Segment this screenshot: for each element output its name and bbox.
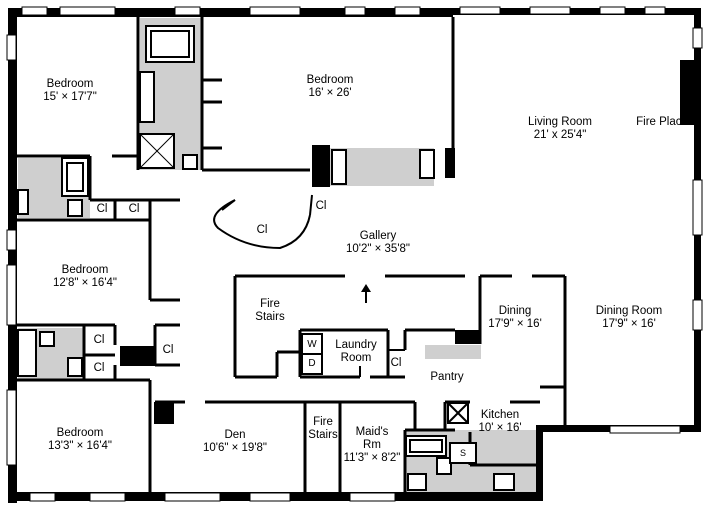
room-name: Den bbox=[224, 429, 246, 441]
room-name: Dining bbox=[498, 305, 532, 317]
closet-label: Cl bbox=[96, 203, 108, 215]
room-laundry: Laundry Room bbox=[335, 339, 377, 364]
room-dimensions: 10' × 16' bbox=[478, 422, 522, 434]
washer-label: W bbox=[307, 339, 317, 350]
room-bedroom-1: Bedroom 15' × 17'7" bbox=[30, 78, 110, 104]
room-dimensions: 21' x 25'4" bbox=[533, 129, 587, 141]
room-name: Bedroom bbox=[61, 264, 109, 276]
room-den: Den 10'6" × 19'8" bbox=[195, 429, 275, 455]
dryer-label: D bbox=[308, 358, 316, 369]
room-bedroom-2: Bedroom 16' × 26' bbox=[290, 74, 370, 100]
closet-label: Cl bbox=[93, 362, 105, 374]
room-gallery: Gallery 10'2" × 35'8" bbox=[328, 230, 428, 256]
stove-label: S bbox=[459, 448, 466, 458]
room-living-room: Living Room 21' x 25'4" bbox=[510, 116, 610, 142]
fire-place-label: Fire Place bbox=[636, 116, 688, 128]
closet-label: Cl bbox=[256, 224, 268, 236]
room-name: Kitchen bbox=[480, 409, 520, 421]
room-name: Bedroom bbox=[56, 427, 104, 439]
interior-walls bbox=[17, 17, 567, 492]
room-dining: Dining 17'9" × 16' bbox=[480, 305, 550, 331]
closet-label: Cl bbox=[128, 203, 140, 215]
room-name: Dining Room bbox=[595, 305, 663, 317]
room-dimensions: 13'3" × 16'4" bbox=[47, 440, 113, 452]
windows bbox=[6, 6, 703, 502]
room-fire-stairs-1: Fire Stairs bbox=[255, 298, 285, 323]
closet-label: Cl bbox=[390, 357, 402, 369]
room-dining-room: Dining Room 17'9" × 16' bbox=[584, 305, 674, 331]
room-maids-room: Maid's Rm 11'3" × 8'2" bbox=[343, 426, 401, 464]
room-dimensions: 10'2" × 35'8" bbox=[345, 243, 411, 255]
room-name: Bedroom bbox=[46, 78, 94, 90]
room-dimensions: 12'8" × 16'4" bbox=[52, 277, 118, 289]
room-fire-stairs-2: Fire Stairs bbox=[308, 416, 338, 441]
closet-label: Cl bbox=[315, 200, 327, 212]
room-dimensions: 17'9" × 16' bbox=[602, 318, 656, 330]
bath-fixtures bbox=[17, 25, 515, 491]
room-dimensions: 17'9" × 16' bbox=[488, 318, 542, 330]
room-kitchen: Kitchen 10' × 16' bbox=[472, 409, 528, 435]
room-dimensions: 16' × 26' bbox=[308, 87, 352, 99]
door-swings bbox=[213, 194, 405, 377]
room-pantry: Pantry bbox=[430, 371, 464, 383]
room-name: Living Room bbox=[528, 116, 592, 128]
room-dimensions: 15' × 17'7" bbox=[43, 91, 97, 103]
entry-arrow bbox=[361, 284, 371, 303]
room-bedroom-4: Bedroom 13'3" × 16'4" bbox=[35, 427, 125, 453]
closet-label: Cl bbox=[162, 344, 174, 356]
closet-label: Cl bbox=[93, 334, 105, 346]
room-dimensions: 10'6" × 19'8" bbox=[202, 442, 268, 454]
room-name: Gallery bbox=[359, 230, 397, 242]
room-name: Bedroom bbox=[306, 74, 354, 86]
room-bedroom-3: Bedroom 12'8" × 16'4" bbox=[40, 264, 130, 290]
